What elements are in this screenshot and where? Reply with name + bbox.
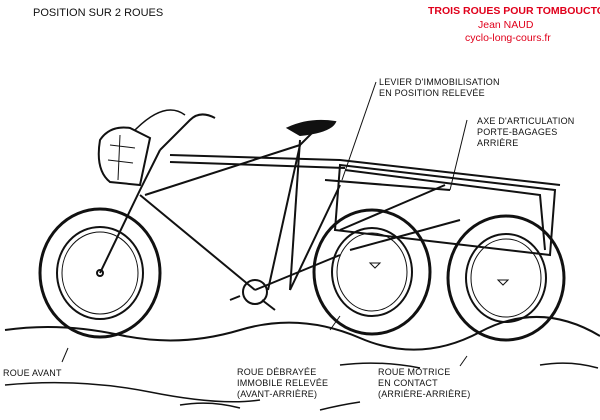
label-line: ARRIÈRE <box>477 138 519 148</box>
seat <box>285 119 337 137</box>
label-line: EN POSITION RELEVÉE <box>379 88 485 98</box>
label-line: AXE D'ARTICULATION <box>477 116 575 126</box>
chainring <box>242 279 268 305</box>
label-line: LEVIER D'IMMOBILISATION <box>379 77 500 87</box>
label-line: (ARRIÈRE-ARRIÈRE) <box>378 389 471 399</box>
label-line: ROUE DÉBRAYÉE <box>237 367 317 377</box>
website: cyclo-long-cours.fr <box>465 32 551 44</box>
drive-wheel <box>446 214 566 342</box>
book-title: TROIS ROUES POUR TOMBOUCTOU <box>428 5 600 17</box>
handlebar-bag <box>97 126 152 187</box>
raised-wheel-label: ROUE DÉBRAYÉE IMMOBILE RELEVÉE (AVANT-AR… <box>237 367 328 400</box>
label-line: EN CONTACT <box>378 378 438 388</box>
front-wheel-label: ROUE AVANT <box>3 368 62 379</box>
axis-label: AXE D'ARTICULATION PORTE-BAGAGES ARRIÈRE <box>477 116 575 149</box>
diagram-title: POSITION SUR 2 ROUES <box>33 7 164 19</box>
label-line: PORTE-BAGAGES <box>477 127 558 137</box>
front-wheel <box>38 207 162 339</box>
drive-wheel-label: ROUE MOTRICE EN CONTACT (ARRIÈRE-ARRIÈRE… <box>378 367 470 400</box>
label-line: ROUE AVANT <box>3 368 62 378</box>
label-line: ROUE MOTRICE <box>378 367 451 377</box>
author: Jean NAUD <box>478 19 534 31</box>
label-line: IMMOBILE RELEVÉE <box>237 378 329 388</box>
label-line: (AVANT-ARRIÈRE) <box>237 389 318 399</box>
raised-wheel <box>312 208 432 336</box>
frame <box>99 113 561 291</box>
lever-label: LEVIER D'IMMOBILISATION EN POSITION RELE… <box>379 77 500 99</box>
